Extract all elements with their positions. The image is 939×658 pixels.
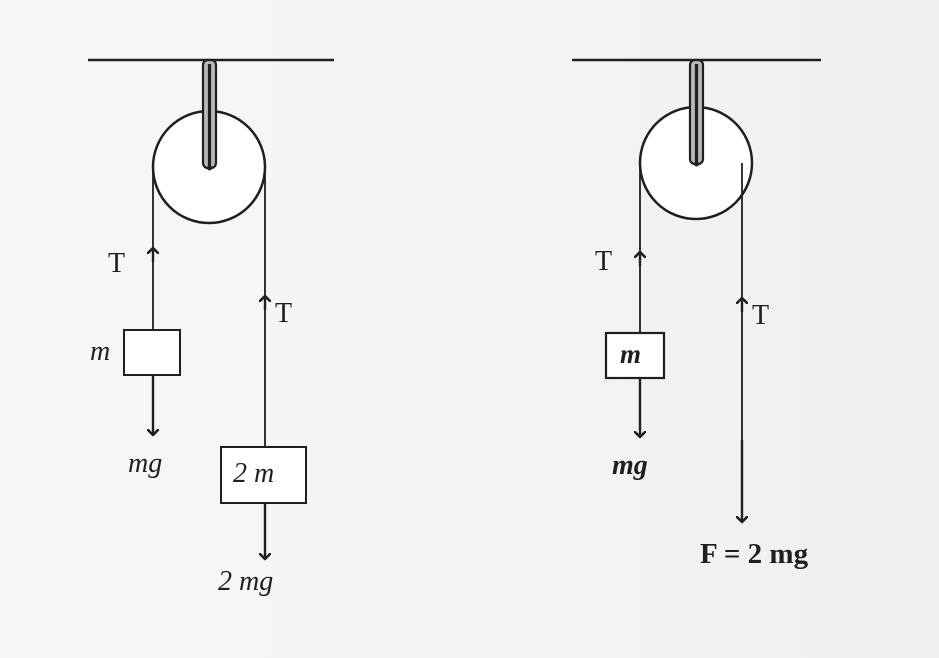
left-mass-label-m: m xyxy=(90,336,111,367)
left-weight-label-mg: mg xyxy=(128,448,163,479)
left-mass-2m-box xyxy=(220,446,307,504)
right-mass-label-m: m xyxy=(620,339,642,369)
right-system xyxy=(572,58,821,522)
left-pulley-pin xyxy=(207,165,212,171)
left-mass-label-2m: 2 m xyxy=(233,458,275,489)
left-system xyxy=(88,58,334,559)
right-mass-m-box xyxy=(604,331,666,380)
right-pulley-pin xyxy=(694,161,699,167)
right-weight-label-mg: mg xyxy=(612,450,648,481)
left-tension-label-right: T xyxy=(275,298,293,329)
right-force-label: F = 2 mg xyxy=(700,538,809,570)
right-tension-label-right: T xyxy=(752,300,770,331)
left-tension-label-left: T xyxy=(108,248,126,279)
left-weight-label-2mg: 2 mg xyxy=(218,566,274,597)
left-mass-m-box xyxy=(123,329,181,376)
right-tension-label-left: T xyxy=(595,246,613,277)
